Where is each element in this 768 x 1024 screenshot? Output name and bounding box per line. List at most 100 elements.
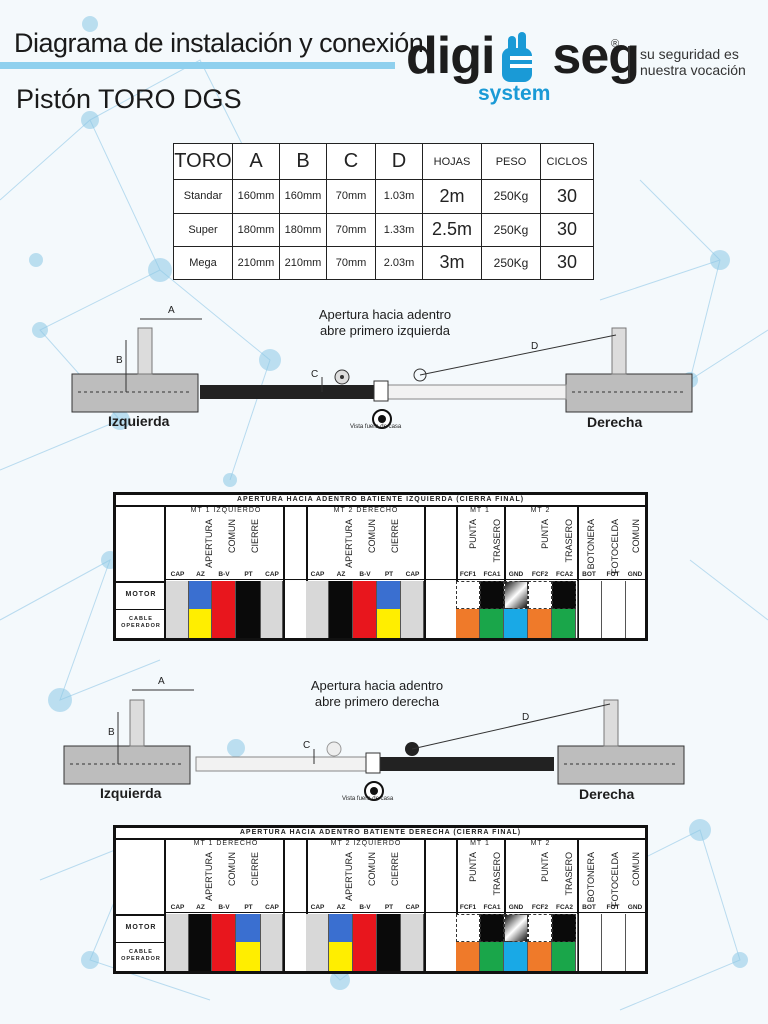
group-divider bbox=[577, 838, 579, 971]
terminal-function-label: CIERRE bbox=[250, 519, 260, 554]
col-header: PESO bbox=[481, 142, 541, 181]
wiring-table-1: APERTURA HACIA ADENTRO BATIENTE IZQUIERD… bbox=[113, 492, 648, 641]
cell-peso: 250Kg bbox=[481, 212, 541, 247]
cell-hojas: 3m bbox=[422, 245, 482, 281]
cell-a: 180mm bbox=[232, 212, 280, 247]
terminal-function-label: COMUN bbox=[227, 519, 237, 553]
terminal-function-label: BOTONERA bbox=[586, 519, 596, 570]
group-title: MT 1 DERECHO bbox=[193, 840, 259, 847]
motor-wire-swatch bbox=[189, 581, 212, 609]
terminal-label: GND bbox=[508, 904, 524, 911]
limit-cable-swatch bbox=[528, 942, 552, 971]
motor-wire-swatch bbox=[306, 914, 329, 942]
terminal-function-label: PUNTA bbox=[540, 519, 550, 549]
logo-tagline: su seguridad es nuestra vocación bbox=[640, 46, 746, 78]
cell-d: 2.03m bbox=[375, 245, 423, 281]
dim-b-label: B bbox=[116, 355, 123, 366]
terminal-row-border bbox=[166, 579, 645, 580]
terminal-label: B-V bbox=[359, 904, 371, 911]
terminal-function-label: FOTOCELDA bbox=[610, 519, 620, 574]
terminal-label: AZ bbox=[196, 904, 205, 911]
cable-wire-swatch bbox=[306, 609, 329, 638]
page-title: Diagrama de instalación y conexión bbox=[14, 28, 424, 58]
cable-wire-swatch bbox=[377, 609, 401, 638]
terminal-function-label: BOTONERA bbox=[586, 852, 596, 903]
limit-cable-swatch bbox=[480, 609, 504, 638]
view-label: Vista fuera de casa bbox=[342, 796, 394, 802]
limit-cable-swatch bbox=[456, 609, 480, 638]
terminal-function-label: CIERRE bbox=[390, 519, 400, 554]
terminal-label: FCA2 bbox=[556, 571, 573, 578]
limit-switch-swatch bbox=[480, 914, 504, 942]
dim-a-label: A bbox=[168, 305, 175, 316]
motor-row-label: MOTOR bbox=[125, 924, 157, 931]
wiring-title: APERTURA HACIA ADENTRO BATIENTE DERECHA … bbox=[116, 828, 645, 840]
terminal-label: FCA1 bbox=[483, 904, 501, 911]
terminal-function-label: CIERRE bbox=[250, 852, 260, 887]
terminal-label: GND bbox=[508, 571, 524, 578]
extra-terminal-cell bbox=[577, 581, 601, 638]
cable-row-label-cell bbox=[116, 942, 166, 971]
cable-wire-swatch bbox=[261, 942, 283, 971]
logo-registered: ® bbox=[611, 38, 620, 50]
row-model: Mega bbox=[173, 245, 233, 281]
extra-terminal-cell bbox=[601, 581, 625, 638]
col-header: C bbox=[326, 142, 376, 181]
motor-wire-swatch bbox=[401, 914, 424, 942]
terminal-function-label: COMUN bbox=[631, 852, 641, 886]
cell-a: 160mm bbox=[232, 179, 280, 214]
cell-d: 1.03m bbox=[375, 179, 423, 214]
terminal-label: CAP bbox=[310, 571, 325, 578]
terminal-label: B-V bbox=[218, 904, 230, 911]
terminal-label: PT bbox=[244, 904, 253, 911]
dim-c-label: C bbox=[303, 740, 311, 751]
cable-wire-swatch bbox=[212, 609, 236, 638]
terminal-label: CAP bbox=[405, 571, 420, 578]
extra-terminal-cell bbox=[625, 581, 649, 638]
terminal-label: FOT bbox=[606, 571, 620, 578]
logo-hand-icon bbox=[502, 32, 532, 82]
cable-wire-swatch bbox=[166, 609, 189, 638]
motor-wire-swatch bbox=[353, 914, 377, 942]
limit-switch-swatch bbox=[528, 581, 552, 609]
terminal-function-label: PUNTA bbox=[468, 852, 478, 882]
cell-ciclos: 30 bbox=[540, 245, 594, 281]
extra-terminal-cell bbox=[601, 914, 625, 971]
tagline-line-1: su seguridad es bbox=[640, 46, 739, 62]
group-divider bbox=[456, 838, 458, 971]
left-label: Izquierda bbox=[100, 785, 162, 801]
terminal-function-label: APERTURA bbox=[204, 852, 214, 901]
cell-c: 70mm bbox=[326, 245, 376, 281]
terminal-function-label: TRASERO bbox=[564, 519, 574, 563]
terminal-function-label: TRASERO bbox=[564, 852, 574, 896]
dim-c-label: C bbox=[311, 369, 319, 380]
cable-row-label-1: CABLE bbox=[129, 616, 153, 622]
motor-row-label-cell bbox=[116, 581, 166, 609]
motor-wire-swatch bbox=[236, 914, 261, 942]
gate-drawing-1 bbox=[71, 318, 693, 429]
terminal-function-label: COMUN bbox=[227, 852, 237, 886]
cable-wire-swatch bbox=[377, 942, 401, 971]
col-header: TORO bbox=[173, 142, 233, 181]
gate-diagram-1: Apertura hacia adentro abre primero izqu… bbox=[0, 295, 768, 440]
title-underline bbox=[0, 62, 395, 69]
limit-switch-swatch bbox=[528, 914, 552, 942]
terminal-label: BOT bbox=[582, 571, 596, 578]
terminal-function-label: PUNTA bbox=[540, 852, 550, 882]
terminal-function-label: APERTURA bbox=[344, 519, 354, 568]
right-label: Derecha bbox=[587, 414, 643, 430]
extra-terminal-cell bbox=[625, 914, 649, 971]
logo-separator bbox=[628, 46, 630, 80]
motor-wire-swatch bbox=[329, 581, 353, 609]
terminal-label: FCF1 bbox=[459, 904, 477, 911]
cell-c: 70mm bbox=[326, 179, 376, 214]
table-row: Standar 160mm 160mm 70mm 1.03m 2m 250Kg … bbox=[173, 179, 594, 214]
label-column-blank bbox=[116, 505, 166, 581]
wiring-table-2: APERTURA HACIA ADENTRO BATIENTE DERECHA … bbox=[113, 825, 648, 974]
terminal-label: CAP bbox=[170, 571, 185, 578]
terminal-function-label: APERTURA bbox=[204, 519, 214, 568]
caption-line-1: Apertura hacia adentro bbox=[310, 678, 444, 693]
group-divider bbox=[306, 838, 308, 971]
cable-wire-swatch bbox=[189, 942, 212, 971]
